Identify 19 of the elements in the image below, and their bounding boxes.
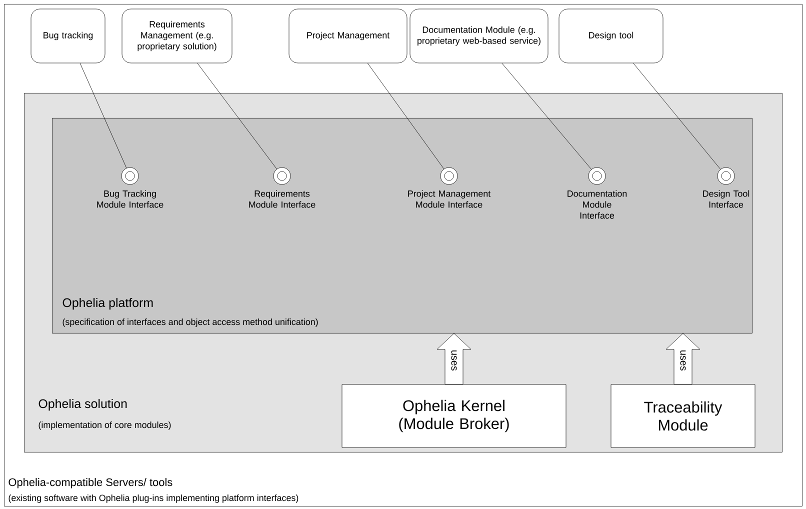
connector-line <box>197 63 277 170</box>
block-arrow <box>436 333 472 384</box>
connector-line <box>367 63 444 170</box>
tool-box: Bug tracking <box>30 8 106 64</box>
connector-line <box>502 63 592 170</box>
connector-line <box>633 63 721 170</box>
tool-box: Project Management <box>288 8 408 64</box>
interface-label: Project Management Module Interface <box>408 190 491 208</box>
tool-box: Requirements Management (e.g. proprietary solution) <box>122 8 232 64</box>
connector-line <box>80 63 127 168</box>
interface-label: Requirements Module Interface <box>249 190 316 208</box>
interface-label: Bug Tracking Module Interface <box>97 190 164 208</box>
tool-box: Design tool <box>558 8 664 64</box>
interface-label: Documentation Module Interface <box>568 190 627 219</box>
interface-label: Design Tool Interface <box>703 190 750 208</box>
module-box: Traceability Module <box>610 384 756 448</box>
module-box: Ophelia Kernel (Module Broker) <box>342 384 566 448</box>
tool-box: Documentation Module (e.g. proprietary web-based service) <box>410 8 548 64</box>
block-arrow <box>666 333 700 384</box>
